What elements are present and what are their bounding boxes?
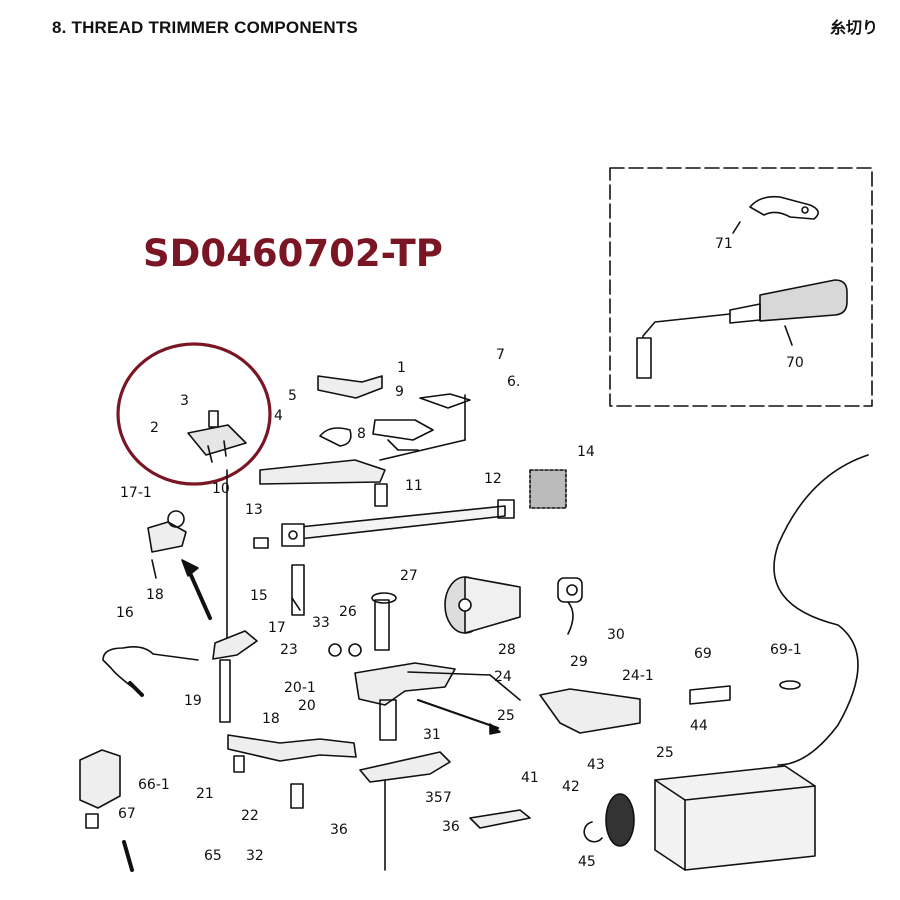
part-label-p45: 45 xyxy=(578,854,596,870)
part-label-p44: 44 xyxy=(690,718,708,734)
part-label-p25b: 25 xyxy=(656,745,674,761)
part-label-p26: 26 xyxy=(339,604,357,620)
part-label-p36b: 36 xyxy=(442,819,460,835)
part-2-bracket xyxy=(187,424,247,456)
part-label-p25a: 25 xyxy=(497,708,515,724)
part-label-p3: 3 xyxy=(180,393,189,409)
part-label-p17_1: 17-1 xyxy=(120,485,152,501)
part-label-p33: 33 xyxy=(312,615,330,631)
part-label-p1: 1 xyxy=(397,360,406,376)
part-label-p69_1: 69-1 xyxy=(770,642,802,658)
part-label-p6: 6. xyxy=(507,374,520,390)
part-44-solenoid xyxy=(654,765,816,871)
part-label-p31: 31 xyxy=(423,727,441,743)
part-label-p30: 30 xyxy=(607,627,625,643)
part-label-p17: 17 xyxy=(268,620,286,636)
part-label-p5: 5 xyxy=(288,388,297,404)
part-label-p65: 65 xyxy=(204,848,222,864)
page-title: 8. THREAD TRIMMER COMPONENTS xyxy=(52,18,358,37)
part-label-p2: 2 xyxy=(150,420,159,436)
part-label-p19: 19 xyxy=(184,693,202,709)
part-label-p14: 14 xyxy=(577,444,595,460)
part-label-p10: 10 xyxy=(212,481,230,497)
part-label-p18a: 18 xyxy=(146,587,164,603)
part-label-p15: 15 xyxy=(250,588,268,604)
part-label-p12: 12 xyxy=(484,471,502,487)
part-label-p13: 13 xyxy=(245,502,263,518)
part-label-p27: 27 xyxy=(400,568,418,584)
part-label-p21: 21 xyxy=(196,786,214,802)
part-label-p71: 71 xyxy=(715,236,733,252)
part-3-screw xyxy=(208,410,219,428)
part-label-p11: 11 xyxy=(405,478,423,494)
part-label-p41: 41 xyxy=(521,770,539,786)
part-43-gear xyxy=(605,793,635,847)
part-label-p18b: 18 xyxy=(262,711,280,727)
part-label-p66_1: 66-1 xyxy=(138,777,170,793)
highlight-circle xyxy=(116,342,272,486)
part-code: SD0460702-TP xyxy=(143,232,443,275)
part-label-p4: 4 xyxy=(274,408,283,424)
part-71-plate xyxy=(749,195,819,220)
part-20-link xyxy=(227,734,357,762)
part-label-p24: 24 xyxy=(494,669,512,685)
part-label-p20_1: 20-1 xyxy=(284,680,316,696)
part-label-p357: 357 xyxy=(425,790,452,806)
part-label-p36a: 36 xyxy=(330,822,348,838)
part-14-block xyxy=(529,469,567,509)
part-label-p43: 43 xyxy=(587,757,605,773)
japanese-title: 糸切り xyxy=(829,20,878,37)
part-label-p42: 42 xyxy=(562,779,580,795)
inset-box xyxy=(609,167,873,407)
part-label-p16: 16 xyxy=(116,605,134,621)
part-label-p8: 8 xyxy=(357,426,366,442)
part-label-p67: 67 xyxy=(118,806,136,822)
part-label-p23: 23 xyxy=(280,642,298,658)
part-70-handle xyxy=(759,279,848,322)
part-label-p20: 20 xyxy=(298,698,316,714)
part-12-shaft xyxy=(289,505,506,541)
part-label-p70: 70 xyxy=(786,355,804,371)
part-label-p29: 29 xyxy=(570,654,588,670)
part-label-p69: 69 xyxy=(694,646,712,662)
part-label-p7: 7 xyxy=(496,347,505,363)
part-label-p9: 9 xyxy=(395,384,404,400)
part-label-p24_1: 24-1 xyxy=(622,668,654,684)
part-label-p22: 22 xyxy=(241,808,259,824)
part-label-p32: 32 xyxy=(246,848,264,864)
part-label-p28: 28 xyxy=(498,642,516,658)
